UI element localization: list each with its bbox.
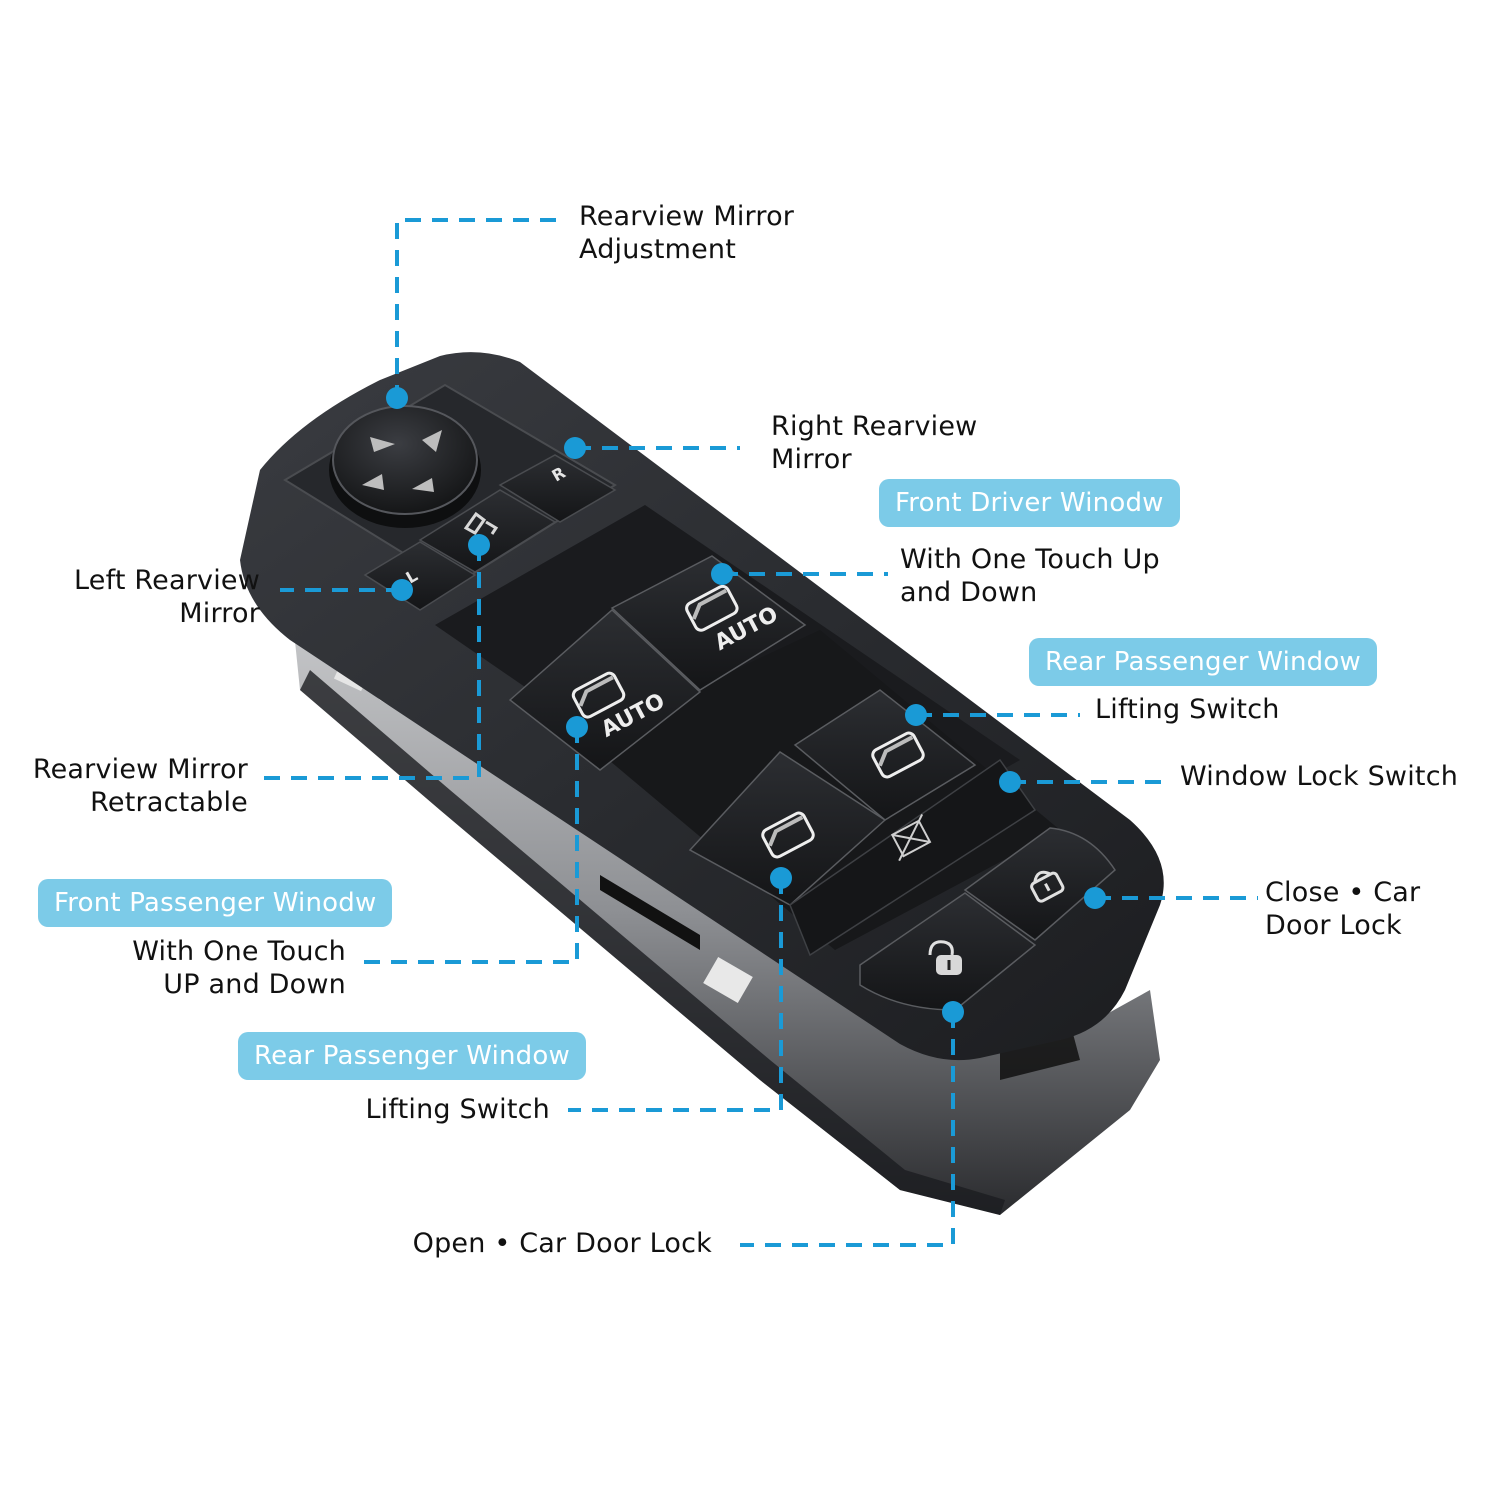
callout-mirror-retractable: Rearview Mirror Retractable — [33, 753, 248, 819]
window-lock-switch[interactable] — [789, 758, 1037, 957]
callout-dot-right-mirror — [564, 437, 586, 459]
badge-front-driver-window: Front Driver Winodw — [879, 479, 1180, 527]
window-icon — [571, 671, 626, 719]
door-lock-close-key[interactable] — [963, 827, 1116, 941]
callout-dot-front-passenger — [566, 716, 588, 738]
callout-text: Adjustment — [579, 234, 737, 265]
callout-dot-mirror-adjustment — [386, 387, 408, 409]
front-driver-window-switch[interactable]: AUTO — [610, 555, 807, 691]
callout-text: Right Rearview — [771, 411, 978, 442]
door-lock-open-key[interactable] — [859, 892, 1037, 1011]
callout-text: Lifting Switch — [1095, 694, 1280, 725]
leader-rear-passenger-left — [568, 878, 783, 1112]
window-icon — [871, 731, 925, 779]
badge-front-passenger-window: Front Passenger Winodw — [38, 879, 393, 927]
lock-open-icon — [928, 940, 962, 975]
callout-text: With One Touch — [132, 936, 346, 967]
callout-rear-passenger-right: Lifting Switch — [1095, 693, 1280, 726]
callout-front-driver: With One Touch Up and Down — [900, 543, 1160, 609]
callout-text: Open • Car Door Lock — [412, 1228, 712, 1259]
callout-text: Rearview Mirror — [579, 201, 795, 232]
callout-text: With One Touch Up — [900, 544, 1160, 575]
callout-right-mirror: Right Rearview Mirror — [771, 410, 977, 476]
callout-text: Left Rearview — [74, 565, 260, 596]
callout-dot-left-mirror — [391, 579, 413, 601]
callout-text: and Down — [900, 577, 1038, 608]
leader-mirror-retractable — [264, 545, 481, 780]
callout-text: Lifting Switch — [365, 1094, 550, 1125]
callout-dot-close-lock — [1084, 887, 1106, 909]
window-lock-icon — [890, 814, 932, 862]
callout-text: Mirror — [179, 598, 260, 629]
badge-rear-passenger-window-right: Rear Passenger Window — [1029, 638, 1377, 686]
callout-dot-rear-passenger-left — [770, 867, 792, 889]
callout-close-lock: Close • Car Door Lock — [1265, 876, 1420, 942]
window-icon — [685, 584, 739, 632]
callout-text: Window Lock Switch — [1180, 761, 1459, 792]
callout-text: UP and Down — [163, 969, 346, 1000]
callout-dot-rear-passenger-right — [905, 704, 927, 726]
callout-dot-front-driver — [711, 563, 733, 585]
rear-left-window-switch[interactable] — [688, 751, 887, 906]
callout-text: Rearview Mirror — [32, 754, 248, 785]
leader-open-lock — [740, 1012, 955, 1247]
mirror-fold-icon — [463, 511, 499, 535]
callout-mirror-adjustment: Rearview Mirror Adjustment — [579, 200, 794, 266]
callout-text: Retractable — [90, 787, 248, 818]
window-icon — [761, 811, 815, 859]
callout-dot-open-lock — [942, 1001, 964, 1023]
rear-right-window-switch[interactable] — [793, 689, 977, 821]
callout-dot-mirror-retractable — [468, 534, 490, 556]
callout-front-passenger: With One Touch UP and Down — [132, 935, 346, 1001]
arrow-down-right-icon — [412, 478, 434, 492]
mirror-fold-key[interactable] — [418, 489, 557, 573]
arrow-up-left-icon — [370, 437, 395, 452]
callout-left-mirror: Left Rearview Mirror — [74, 564, 260, 630]
callout-window-lock: Window Lock Switch — [1180, 760, 1458, 793]
callout-dot-window-lock — [999, 771, 1021, 793]
leader-front-passenger — [364, 727, 579, 964]
arrow-up-right-icon — [422, 430, 442, 452]
callout-text: Mirror — [771, 444, 852, 475]
callout-rear-passenger-left: Lifting Switch — [365, 1093, 550, 1126]
arrow-down-left-icon — [362, 474, 384, 490]
lock-closed-icon — [1030, 870, 1065, 903]
mirror-select-right-key[interactable]: R — [498, 454, 617, 523]
mirror-adjust-knob[interactable] — [329, 405, 481, 528]
callout-text: Door Lock — [1265, 910, 1402, 941]
badge-rear-passenger-window-left: Rear Passenger Window — [238, 1032, 586, 1080]
leader-mirror-adjustment — [395, 218, 556, 398]
callout-open-lock: Open • Car Door Lock — [413, 1227, 712, 1260]
callout-text: Close • Car — [1265, 877, 1421, 908]
